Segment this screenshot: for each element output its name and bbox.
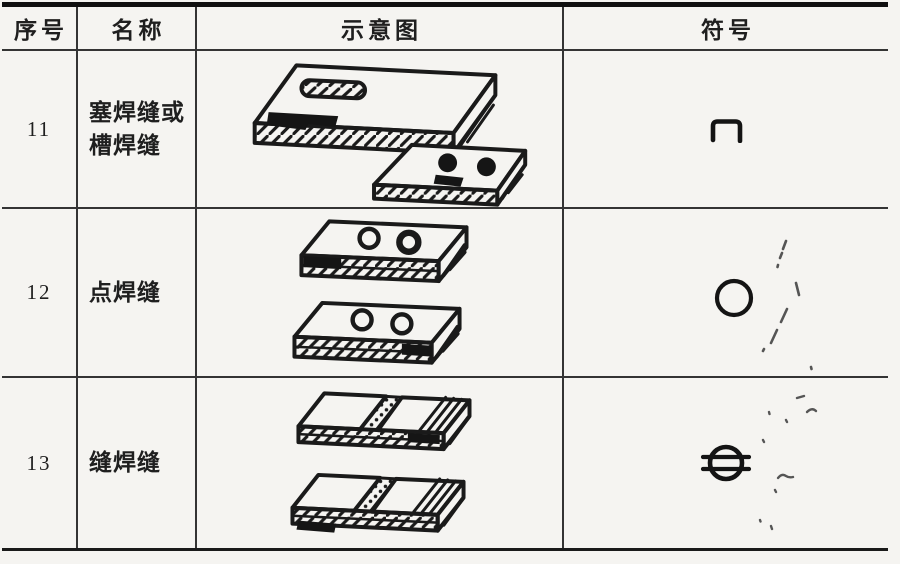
col-header-diagram: 示意图	[197, 7, 564, 51]
symbol-cell	[564, 51, 888, 209]
symbol-cell	[564, 378, 888, 548]
plug-slot-weld-diagram-icon	[252, 63, 528, 207]
spot-weld-diagram-icon	[292, 219, 469, 365]
diagram-cell	[197, 209, 564, 378]
row-name-line: 槽焊缝	[89, 133, 161, 158]
col-header-diagram-label: 示意图	[341, 18, 422, 43]
row-name: 缝焊缝	[89, 450, 161, 476]
seam-weld-diagram-icon	[290, 390, 472, 533]
row-index: 12	[26, 280, 52, 304]
index-cell: 12	[2, 209, 78, 378]
spot-weld-symbol-icon	[714, 278, 754, 317]
index-cell: 11	[2, 51, 78, 209]
diagram-cell	[197, 378, 564, 548]
index-cell: 13	[2, 378, 78, 548]
row-name: 塞焊缝或 槽焊缝	[89, 96, 185, 163]
name-cell: 缝焊缝	[78, 378, 197, 548]
seam-weld-symbol-icon	[700, 444, 752, 482]
col-header-index-label: 序号	[14, 18, 68, 43]
row-name: 点焊缝	[89, 279, 161, 305]
col-header-index: 序号	[2, 7, 78, 51]
plug-weld-symbol-icon	[710, 119, 743, 143]
symbol-cell	[564, 209, 888, 378]
col-header-symbol: 符号	[564, 7, 888, 51]
row-index: 11	[26, 116, 52, 141]
col-header-symbol-label: 符号	[701, 18, 755, 43]
name-cell: 点焊缝	[78, 209, 197, 378]
col-header-name-label: 名称	[111, 18, 166, 43]
weld-symbols-table: 序号 名称 示意图 符号 11 塞焊缝或 槽焊缝	[2, 2, 888, 551]
row-name-line: 塞焊缝或	[89, 99, 185, 125]
diagram-cell	[197, 51, 564, 209]
col-header-name: 名称	[78, 7, 197, 51]
name-cell: 塞焊缝或 槽焊缝	[78, 51, 197, 209]
row-index: 13	[26, 450, 52, 475]
